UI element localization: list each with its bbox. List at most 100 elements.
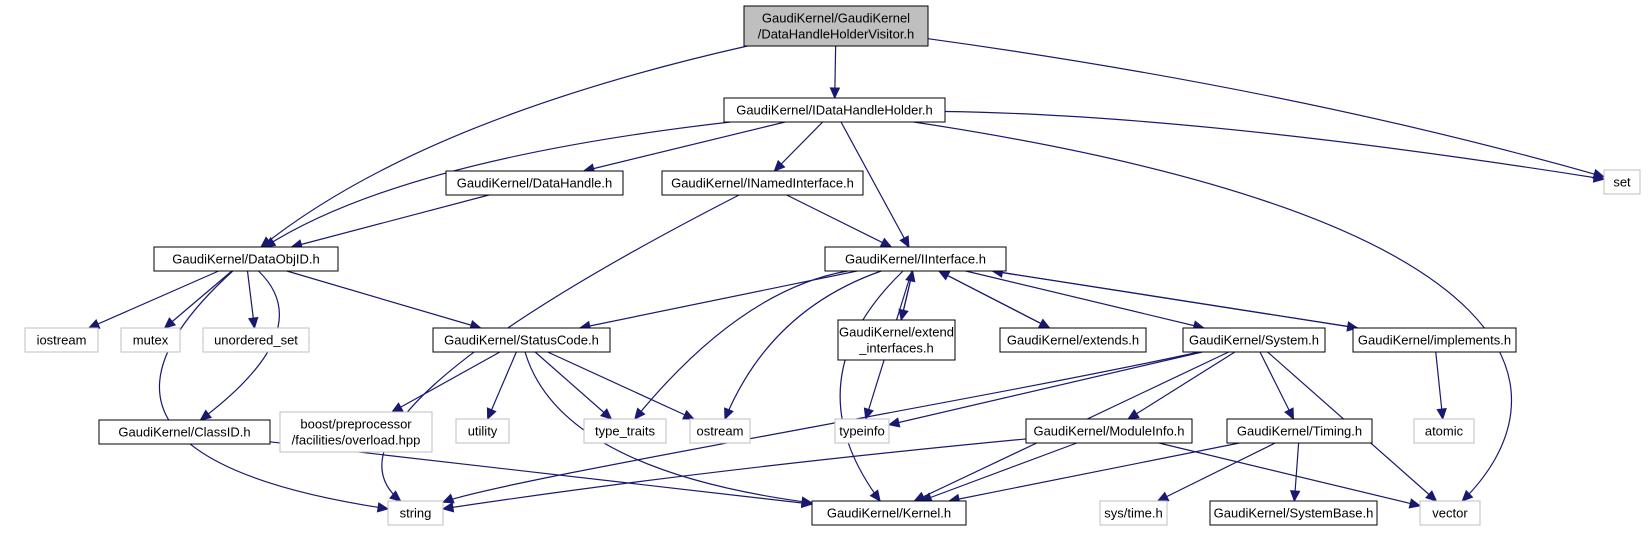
node-inamed[interactable]: GaudiKernel/INamedInterface.h	[661, 170, 864, 196]
node-label: iostream	[37, 333, 87, 348]
edges-layer	[87, 38, 1606, 513]
node-label: mutex	[133, 333, 169, 348]
arrowhead	[1436, 408, 1447, 421]
edge-extends-to-iinterface	[937, 270, 1050, 329]
node-label: vector	[1432, 506, 1468, 521]
node-extends[interactable]: GaudiKernel/extends.h	[999, 327, 1147, 353]
edge-root-to-idhh	[829, 45, 841, 100]
arrowhead	[937, 270, 951, 281]
node-system[interactable]: GaudiKernel/System.h	[1182, 327, 1326, 353]
node-label: _interfaces.h	[858, 341, 933, 356]
node-box	[1352, 327, 1517, 353]
node-statuscode[interactable]: GaudiKernel/StatusCode.h	[432, 327, 611, 353]
arrowhead	[634, 407, 646, 420]
node-dataobjid[interactable]: GaudiKernel/DataObjID.h	[153, 246, 339, 272]
arrowhead	[905, 269, 916, 283]
node-box	[811, 500, 967, 526]
edge-dataobjid-to-string	[158, 270, 390, 513]
node-label: string	[400, 506, 432, 521]
node-box	[445, 170, 624, 196]
arrowhead	[247, 316, 259, 330]
node-utility: utility	[455, 418, 510, 444]
edge-implements-to-iinterface	[991, 267, 1358, 329]
arrowhead	[879, 237, 893, 248]
node-systembase[interactable]: GaudiKernel/SystemBase.h	[1209, 500, 1378, 526]
node-box	[583, 418, 667, 444]
arrowhead	[1284, 407, 1295, 421]
arrowhead	[1289, 490, 1301, 503]
edge-dataobjid-to-iostream	[87, 270, 219, 329]
edge-statuscode-to-boost	[390, 351, 501, 413]
edge-dataobjid-to-mutex	[163, 270, 233, 329]
node-box	[824, 246, 1007, 272]
arrowhead	[829, 87, 841, 100]
node-label: ostream	[697, 424, 744, 439]
edge-iinterface-to-statuscode	[578, 270, 858, 332]
node-unordered_set: unordered_set	[202, 327, 310, 353]
node-datahandle[interactable]: GaudiKernel/DataHandle.h	[445, 170, 624, 196]
node-set: set	[1603, 169, 1641, 195]
arrowhead	[163, 317, 177, 329]
edge-timing-to-systime	[1156, 442, 1276, 502]
edge-implements-to-atomic	[1435, 351, 1447, 421]
node-box	[1603, 169, 1641, 195]
node-root[interactable]: GaudiKernel/GaudiKernel/DataHandleHolder…	[743, 5, 929, 47]
node-kernel[interactable]: GaudiKernel/Kernel.h	[811, 500, 967, 526]
arrowhead	[263, 236, 277, 248]
edge-iinterface-to-ostream	[724, 270, 882, 421]
arrowhead	[87, 318, 101, 329]
node-box	[1099, 500, 1168, 526]
edge-timing-to-systembase	[1289, 442, 1301, 503]
node-timing[interactable]: GaudiKernel/Timing.h	[1226, 418, 1373, 444]
edge-inamed-to-iinterface	[786, 194, 893, 248]
edge-datahandle-to-dataobjid	[290, 194, 490, 250]
arrowhead	[863, 407, 874, 421]
node-label: type_traits	[595, 424, 655, 439]
arrowhead	[1592, 172, 1606, 183]
node-label: /DataHandleHolderVisitor.h	[758, 27, 915, 42]
edge-system-to-moduleinfo	[1127, 351, 1236, 420]
node-idhh[interactable]: GaudiKernel/IDataHandleHolder.h	[723, 97, 946, 123]
node-box	[1419, 500, 1481, 526]
node-systime: sys/time.h	[1099, 500, 1168, 526]
node-box	[1182, 327, 1326, 353]
node-moduleinfo[interactable]: GaudiKernel/ModuleInfo.h	[1025, 418, 1193, 444]
node-extend_if[interactable]: GaudiKernel/extend_interfaces.h	[837, 319, 956, 361]
node-label: GaudiKernel/DataObjID.h	[172, 252, 319, 267]
arrowhead	[682, 409, 695, 420]
edge-root-to-dataobjid	[260, 45, 748, 248]
node-boost: boost/preprocessor/facilities/overload.h…	[279, 411, 433, 453]
node-label: atomic	[1425, 424, 1464, 439]
node-label: GaudiKernel/extend	[839, 325, 954, 340]
edge-idhh-to-iinterface	[840, 121, 910, 249]
node-label: sys/time.h	[1104, 506, 1163, 521]
edge-iinterface-to-system	[965, 270, 1206, 331]
node-label: GaudiKernel/implements.h	[1358, 333, 1511, 348]
node-label: GaudiKernel/Kernel.h	[827, 506, 951, 521]
node-label: GaudiKernel/System.h	[1189, 333, 1319, 348]
node-implements[interactable]: GaudiKernel/implements.h	[1352, 327, 1517, 353]
node-box	[837, 319, 956, 361]
edge-idhh-to-set	[944, 110, 1606, 183]
node-box	[432, 327, 611, 353]
edge-dataobjid-to-statuscode	[286, 270, 482, 331]
node-label: unordered_set	[214, 333, 298, 348]
arrowhead	[389, 490, 402, 502]
edge-iinterface-to-type_traits	[634, 270, 848, 420]
arrowhead	[486, 407, 497, 421]
node-box	[279, 411, 433, 453]
node-classid[interactable]: GaudiKernel/ClassID.h	[98, 419, 271, 445]
node-iinterface[interactable]: GaudiKernel/IInterface.h	[824, 246, 1007, 272]
node-box	[455, 418, 510, 444]
node-label: GaudiKernel/extends.h	[1007, 333, 1139, 348]
node-label: GaudiKernel/ClassID.h	[118, 425, 250, 440]
edge-system-to-string	[441, 351, 1200, 504]
arrowhead	[376, 502, 390, 513]
edge-dataobjid-to-unordered_set	[246, 270, 259, 330]
arrowhead	[1425, 490, 1438, 502]
node-box	[1025, 418, 1193, 444]
node-label: GaudiKernel/Timing.h	[1237, 424, 1362, 439]
edge-statuscode-to-type_traits	[534, 351, 613, 420]
arrowhead	[1156, 491, 1170, 502]
